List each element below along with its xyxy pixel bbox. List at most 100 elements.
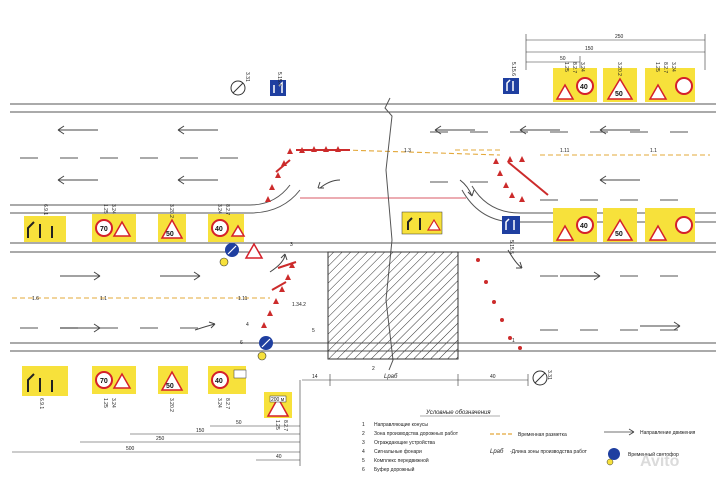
dim-bottom-40: 40 (276, 454, 282, 460)
callout-4: 4 (246, 322, 249, 328)
svg-text:1.25: 1.25 (654, 62, 660, 72)
temp-light-bottom (257, 336, 273, 361)
sign-row-median-right (502, 208, 695, 242)
marking-11-left: 1.1 (100, 296, 107, 302)
svg-text:3.20.2: 3.20.2 (168, 398, 174, 412)
work-zone (327, 251, 459, 360)
legend-item-2: Зона производства дорожных работ (374, 431, 459, 437)
sign-5154-top (270, 80, 286, 96)
svg-text:5.15.6: 5.15.6 (510, 62, 516, 76)
svg-text:3.24: 3.24 (216, 398, 222, 408)
legend-title: Условные обозначения (425, 410, 491, 416)
watermark: Avito (640, 453, 680, 470)
speed-50-top: 50 (615, 91, 623, 98)
svg-text:3: 3 (362, 440, 365, 446)
legend-item-3: Ограждающие устройства (374, 439, 435, 446)
sign-center (401, 211, 443, 235)
dimensions-bottom (12, 374, 529, 466)
svg-text:8.2.7: 8.2.7 (224, 398, 230, 409)
svg-text:3.24: 3.24 (110, 204, 116, 214)
signal-lights (476, 258, 522, 350)
svg-text:1.25: 1.25 (102, 398, 108, 408)
svg-text:3.31: 3.31 (244, 72, 250, 82)
svg-text:3.20.2: 3.20.2 (616, 62, 622, 76)
speed-70-median: 70 (100, 226, 108, 233)
direction-arrows (57, 125, 681, 333)
speed-50-median: 50 (166, 231, 174, 238)
svg-text:3.24: 3.24 (216, 204, 222, 214)
svg-text:6: 6 (362, 467, 365, 473)
sign-331-bottom (532, 370, 548, 386)
callout-3: 3 (290, 242, 293, 248)
legend-item-6: Буфер дорожный (374, 466, 415, 473)
speed-50-right: 50 (615, 231, 623, 238)
svg-text:3.31: 3.31 (546, 370, 552, 380)
marking-13: 1.3 (404, 148, 411, 154)
speed-40-right: 40 (580, 223, 588, 230)
callout-6: 6 (240, 340, 243, 346)
svg-text:1.25: 1.25 (102, 204, 108, 214)
dim-top-150: 150 (585, 46, 594, 52)
dim-top-50: 50 (560, 56, 566, 62)
callout-1: 1 (512, 338, 515, 344)
speed-50-bottom: 50 (166, 383, 174, 390)
dim-work-left: 14 (312, 374, 318, 380)
svg-text:8.2.7: 8.2.7 (282, 420, 288, 431)
dim-bottom-50: 50 (236, 420, 242, 426)
svg-text:8.2.7: 8.2.7 (662, 62, 668, 73)
legend: Условные обозначения 1 Направляющие кону… (362, 410, 696, 473)
svg-text:3.24: 3.24 (110, 398, 116, 408)
svg-text:6.9.1: 6.9.1 (42, 204, 48, 215)
svg-text:3.24: 3.24 (579, 62, 585, 72)
legend-lrab-text: -Длина зоны производства работ (510, 449, 588, 455)
svg-text:1: 1 (362, 422, 365, 428)
marking-11-right: 1.1 (650, 148, 657, 154)
svg-text:6.9.1: 6.9.1 (38, 398, 44, 409)
legend-direction: Направление движения (640, 430, 696, 436)
svg-text:4: 4 (362, 449, 365, 455)
marking-111-right: 1.11 (560, 148, 570, 154)
svg-text:5.15.4: 5.15.4 (276, 72, 282, 86)
svg-text:1.25: 1.25 (563, 62, 569, 72)
marking-16: 1.6 (32, 296, 39, 302)
fences (271, 149, 549, 291)
dim-bottom-500: 500 (126, 446, 135, 452)
svg-text:3.24: 3.24 (670, 62, 676, 72)
svg-text:2: 2 (362, 431, 365, 437)
sign-direction-top (503, 78, 519, 94)
svg-text:3.20.2: 3.20.2 (168, 204, 174, 218)
legend-temp-light: Временный светофор (628, 451, 679, 458)
svg-text:8.2.7: 8.2.7 (571, 62, 577, 73)
dim-work-right: 40 (490, 374, 496, 380)
marking-1342: 1.34.2 (292, 302, 306, 308)
legend-item-1: Направляющие конусы (374, 422, 428, 428)
sign-331-top (230, 80, 246, 96)
dim-work-length: Lраб (384, 374, 398, 380)
callout-2: 2 (372, 366, 375, 372)
legend-temp-marking: Временная разметка (518, 432, 567, 438)
callout-5: 5 (312, 328, 315, 334)
dimensions-top (525, 34, 706, 70)
dim-top-250: 250 (615, 34, 624, 40)
speed-40-median: 40 (215, 226, 223, 233)
temp-light-median (219, 242, 264, 267)
svg-text:5: 5 (362, 458, 365, 464)
sign-yellow-triangle-group-1 (553, 68, 695, 102)
svg-text:1.25: 1.25 (274, 420, 280, 430)
legend-lrab-code: Lраб (490, 449, 504, 455)
plate-200m: 200 м (271, 397, 285, 403)
dim-bottom-150: 150 (196, 428, 205, 434)
marking-111-left: 1.11 (238, 296, 248, 302)
legend-item-5: Комплекс передвижной (374, 457, 429, 464)
sign-row-median-left (24, 214, 246, 242)
svg-text:8.2.7: 8.2.7 (224, 204, 230, 215)
dim-bottom-250: 250 (156, 436, 165, 442)
sign-code-labels: 3.31 5.15.4 5.15.6 1.25 8.2.7 3.24 3.20.… (38, 62, 676, 431)
svg-text:5.15.5: 5.15.5 (508, 240, 514, 254)
speed-70-bottom: 70 (100, 378, 108, 385)
speed-40-top: 40 (580, 84, 588, 91)
temp-markings (12, 149, 710, 299)
legend-item-4: Сигнальные фонари (374, 449, 422, 455)
speed-40-bottom: 40 (215, 378, 223, 385)
